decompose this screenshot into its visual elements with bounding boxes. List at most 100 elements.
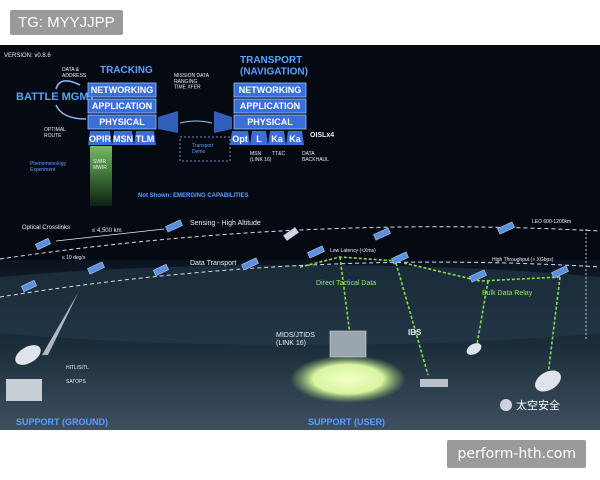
satellite (87, 261, 105, 275)
dish-icon (15, 345, 41, 365)
ship (420, 379, 448, 387)
left-physical-box (87, 114, 157, 130)
left-tab-msn (112, 131, 134, 145)
high-throughput-label: High Throughput (> XGbps) (492, 257, 554, 263)
battle-mgmt-label: BATTLE MGMT (16, 91, 96, 103)
link-funnel-left (158, 111, 178, 133)
satellite (469, 269, 487, 283)
big-dish-icon (535, 370, 561, 392)
tg-tag: TG: MYYJJPP (10, 10, 123, 35)
transport-demo-box (179, 136, 231, 162)
left-physical-text: PHYSICAL (99, 117, 145, 127)
user-link (339, 256, 351, 336)
link-beam (179, 120, 213, 124)
mids-label: MIDS/JTIDS(LINK 16) (276, 332, 315, 347)
data-transport-label: Data Transport (190, 260, 236, 267)
support-user-label: SUPPORT (USER) (308, 417, 385, 427)
right-tab-opt-text: Opt (232, 134, 248, 144)
satellite (241, 257, 259, 271)
battle-arrow-top (55, 80, 81, 90)
bulk-link (403, 262, 561, 282)
transport-title: TRANSPORT(NAVIGATION) (240, 55, 308, 78)
site-tag: perform-hth.com (447, 440, 586, 468)
satops-label: SATOPS (66, 379, 86, 385)
data-address-label: DATA &ADDRESS (62, 67, 87, 79)
earth-horizon-glow (0, 265, 600, 345)
constellation-diagram: VERSION: v0.8.6 BATTLE MGMT DATA &ADDRES… (0, 45, 600, 430)
right-tab-ka2 (286, 131, 304, 145)
range-deg-label: ≤ 10 deg/s (62, 255, 86, 261)
ibs-link (395, 262, 429, 376)
tracking-title: TRACKING (100, 65, 153, 76)
low-latency-label: Low Latency (<Xms) (330, 248, 376, 254)
left-tab-tlm (134, 131, 156, 145)
right-networking-text: NETWORKING (239, 85, 302, 95)
left-tab-opir-text: OPIR (89, 134, 112, 144)
right-tab-l (250, 131, 268, 145)
optical-crosslinks-label: Optical Crosslinks (22, 225, 70, 231)
range-4500-label: ≤ 4,500 km (92, 228, 122, 234)
green-links (299, 256, 561, 376)
satellite (283, 227, 299, 241)
mids-terminal (329, 330, 367, 358)
ground-station (6, 345, 42, 401)
user-glow (290, 355, 406, 403)
right-networking-box (233, 82, 307, 98)
right-dish-icon (466, 343, 482, 355)
right-tab-opt (230, 131, 250, 145)
left-networking-box (87, 82, 157, 98)
right-tab-ka1-text: Ka (271, 134, 283, 144)
direct-tactical-label: Direct Tactical Data (316, 280, 376, 287)
satellite (165, 219, 183, 233)
wechat-label: 太空安全 (516, 398, 560, 412)
orbit-upper (0, 226, 600, 260)
link-funnel-right (214, 111, 232, 133)
satellite (307, 245, 325, 259)
satellite (551, 265, 569, 279)
satellite (34, 237, 52, 251)
not-shown-label: Not Shown: EMERGING CAPABILITIES (138, 193, 249, 199)
ibs-label: IBS (408, 328, 422, 337)
wechat-icon (500, 399, 512, 411)
right-application-text: APPLICATION (240, 101, 300, 111)
right-application-box (233, 98, 307, 114)
ttc-label: TT&C (272, 151, 285, 157)
satellite (391, 251, 409, 265)
satellite (20, 279, 38, 293)
ground-link-2 (547, 276, 561, 376)
sensing-label: Sensing - High Altitude (190, 220, 261, 227)
satellites (20, 219, 569, 293)
tracking-stack: NETWORKING APPLICATION PHYSICAL OPIR MSN… (87, 82, 157, 145)
transport-stack: NETWORKING APPLICATION PHYSICAL Opt L Ka… (230, 82, 307, 145)
right-tab-ka1 (268, 131, 286, 145)
bulk-data-label: Bulk Data Relay (482, 290, 533, 297)
support-ground-label: SUPPORT (GROUND) (16, 417, 108, 427)
satellite (152, 263, 170, 277)
left-application-text: APPLICATION (92, 101, 152, 111)
leo-label: LEO 600-1200km (532, 219, 571, 225)
left-tab-opir (88, 131, 112, 145)
left-application-box (87, 98, 157, 114)
right-physical-box (233, 114, 307, 130)
msn-link-label: MSN(LINK 16) (250, 151, 272, 163)
orbit-lower (0, 261, 600, 298)
left-tab-msn-text: MSN (113, 134, 133, 144)
range-arrow (55, 228, 165, 242)
right-tab-ka2-text: Ka (289, 134, 301, 144)
oisl-label: OISLx4 (310, 132, 334, 139)
satellite (373, 227, 391, 241)
right-tab-l-text: L (256, 134, 262, 144)
battle-arrow-bottom (55, 104, 87, 120)
satellite (497, 221, 515, 235)
right-physical-text: PHYSICAL (247, 117, 293, 127)
version-label: VERSION: v0.8.6 (4, 53, 51, 59)
swir-beam (90, 146, 112, 206)
hitl-label: HITL/SITL (66, 365, 89, 371)
left-networking-text: NETWORKING (91, 85, 154, 95)
